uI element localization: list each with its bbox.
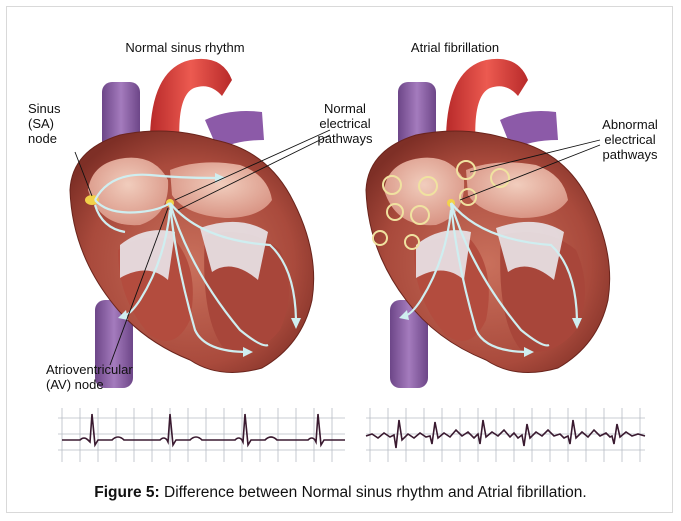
av-node-label: Atrioventricular (AV) node	[46, 362, 156, 392]
figure-caption: Figure 5: Difference between Normal sinu…	[0, 484, 681, 502]
normal-pathways-label: Normal electrical pathways	[300, 101, 390, 146]
normal-heart	[70, 59, 314, 388]
afib-panel-title: Atrial fibrillation	[395, 40, 515, 55]
caption-prefix: Figure 5:	[94, 484, 159, 501]
sa-node-label: Sinus (SA) node	[28, 101, 78, 146]
afib-heart	[366, 59, 610, 388]
abnormal-pathways-label: Abnormal electrical pathways	[590, 117, 670, 162]
normal-panel-title: Normal sinus rhythm	[110, 40, 260, 55]
ecg-trace-normal	[62, 414, 345, 445]
ecg-strip-normal	[58, 408, 345, 462]
ecg-strip-afib	[366, 408, 645, 462]
caption-text: Difference between Normal sinus rhythm a…	[160, 484, 587, 501]
